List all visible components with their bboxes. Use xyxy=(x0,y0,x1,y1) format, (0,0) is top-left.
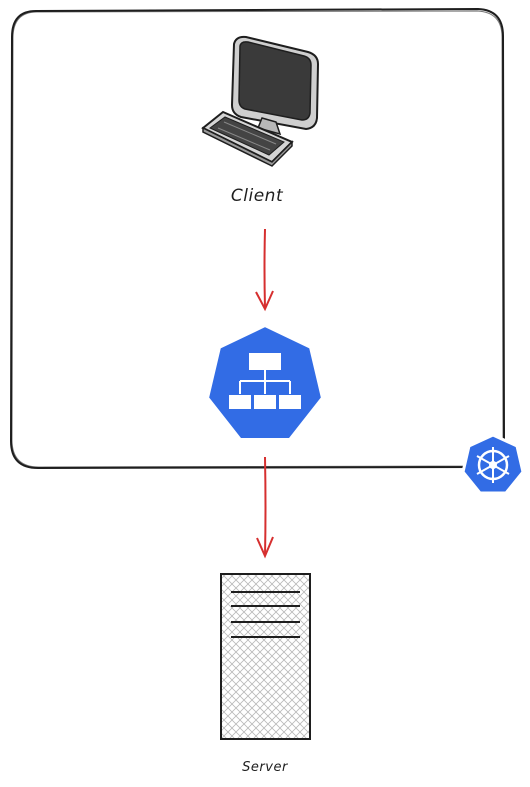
server-rack-icon[interactable] xyxy=(220,573,311,740)
kubernetes-service-icon[interactable] xyxy=(205,323,325,442)
client-label: Client xyxy=(230,186,284,206)
arrow-client-to-service[interactable] xyxy=(255,228,274,312)
kubernetes-wheel-icon xyxy=(461,433,525,495)
server-label: Server xyxy=(242,760,288,775)
arrow-service-to-server[interactable] xyxy=(256,456,274,559)
desktop-computer-icon[interactable] xyxy=(201,35,320,167)
